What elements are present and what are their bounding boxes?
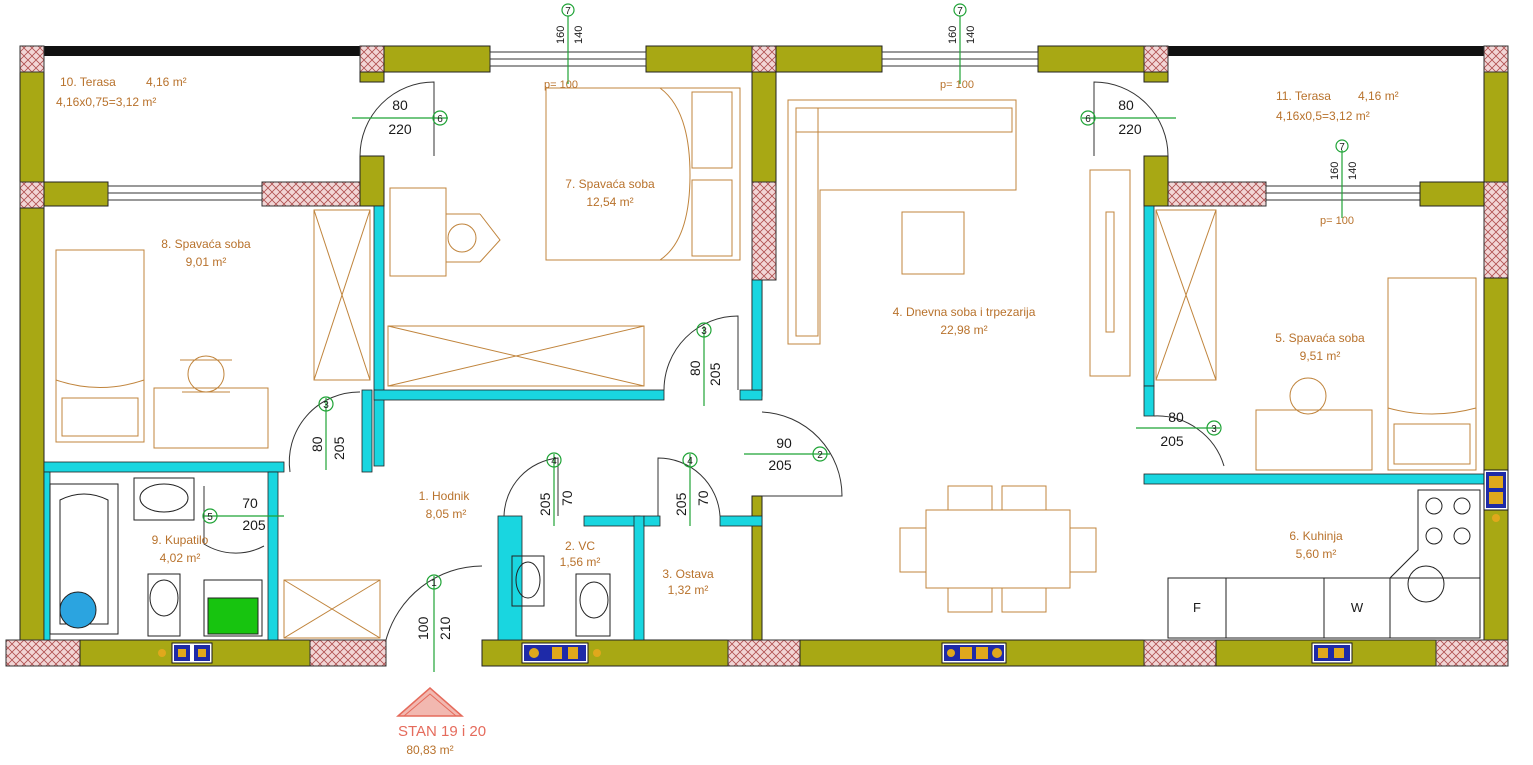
door-tag-ostava: 4 [687, 456, 693, 467]
installation-shafts [158, 469, 1509, 664]
door-ostava-width: 70 [695, 490, 711, 506]
entrance-marker: STAN 19 i 20 80,83 m² [396, 687, 486, 757]
door-tag-bedroom-5: 3 [1211, 424, 1217, 435]
door-vc-width: 70 [559, 490, 575, 506]
room-5-area: 9,51 m² [1300, 349, 1341, 363]
room-6-name: 6. Kuhinja [1289, 529, 1343, 543]
furniture [49, 87, 1481, 639]
room-2-name: 2. VC [565, 539, 595, 553]
window-tag-3: 7 [1339, 142, 1345, 153]
door-tag-entrance: 1 [431, 578, 437, 589]
window-dimensions: 160 140 p= 100 160 140 p= 100 160 140 p=… [544, 26, 1359, 227]
interior-walls [43, 71, 1485, 641]
door-bedroom-5-width: 80 [1168, 409, 1184, 425]
door-bathroom-width: 70 [242, 495, 258, 511]
door-tag-bathroom: 5 [207, 512, 213, 523]
apartment-area: 80,83 m² [406, 743, 453, 757]
room-3-area: 1,32 m² [668, 583, 709, 597]
room-10-name: 10. Terasa [60, 75, 116, 89]
window-1-h2: 140 [573, 26, 585, 44]
window-1-parapet: p= 100 [544, 79, 578, 91]
door-entrance-height: 210 [437, 616, 453, 640]
room-4-name: 4. Dnevna soba i trpezarija [893, 305, 1036, 319]
room-10-calc: 4,16x0,75=3,12 m² [56, 95, 156, 109]
room-8-area: 9,01 m² [186, 255, 227, 269]
door-entrance-width: 100 [415, 616, 431, 640]
door-living-width: 90 [776, 435, 792, 451]
door-terrace-right-height: 220 [1118, 121, 1142, 137]
window-3-h2: 140 [1347, 162, 1359, 180]
room-2-area: 1,56 m² [560, 555, 601, 569]
door-bedroom-7-height: 205 [707, 362, 723, 386]
door-tag-living: 2 [817, 450, 823, 461]
washer-label: W [1351, 600, 1364, 615]
room-11-name: 11. Terasa [1276, 89, 1331, 103]
room-1-name: 1. Hodnik [419, 489, 471, 503]
room-11-calc: 4,16x0,5=3,12 m² [1276, 109, 1370, 123]
door-swings [203, 81, 1225, 641]
window-2-h2: 140 [965, 26, 977, 44]
door-bathroom-height: 205 [242, 517, 266, 533]
terrace-railing-left [20, 46, 360, 56]
window-1-h1: 160 [555, 26, 567, 44]
door-tag-terrace-left: 6 [437, 114, 443, 125]
door-bedroom-5-height: 205 [1160, 433, 1184, 449]
room-5-name: 5. Spavaća soba [1275, 331, 1365, 345]
dimension-markers [202, 3, 1349, 672]
door-vc-height: 205 [537, 492, 553, 516]
room-4-area: 22,98 m² [940, 323, 987, 337]
fridge-label: F [1193, 600, 1201, 615]
window-2-parapet: p= 100 [940, 79, 974, 91]
door-terrace-right-width: 80 [1118, 97, 1134, 113]
door-tag-bedroom-8: 3 [323, 400, 329, 411]
room-3-name: 3. Ostava [662, 567, 714, 581]
door-bedroom-7-width: 80 [687, 360, 703, 376]
room-9-name: 9. Kupatilo [152, 533, 209, 547]
room-7-name: 7. Spavaća soba [565, 177, 655, 191]
room-10-area: 4,16 m² [146, 75, 187, 89]
room-7-area: 12,54 m² [586, 195, 633, 209]
door-terrace-left-width: 80 [392, 97, 408, 113]
apartment-title: STAN 19 i 20 [398, 723, 486, 740]
window-2-h1: 160 [947, 26, 959, 44]
room-6-area: 5,60 m² [1296, 547, 1337, 561]
door-terrace-left-height: 220 [388, 121, 412, 137]
door-tag-bedroom-7: 3 [701, 326, 707, 337]
room-labels: 10. Terasa 4,16 m² 4,16x0,75=3,12 m² 11.… [56, 75, 1399, 615]
door-dimensions: 80 220 80 220 80 205 80 205 80 205 90 20… [242, 97, 1184, 640]
marker-tags: 7 7 7 6 6 3 3 3 2 5 4 4 1 [207, 6, 1345, 589]
door-tag-vc: 4 [551, 456, 557, 467]
room-8-name: 8. Spavaća soba [161, 237, 251, 251]
room-11-area: 4,16 m² [1358, 89, 1399, 103]
window-3-h1: 160 [1329, 162, 1341, 180]
room-1-area: 8,05 m² [426, 507, 467, 521]
door-living-height: 205 [768, 457, 792, 473]
door-bedroom-8-height: 205 [331, 436, 347, 460]
window-3-parapet: p= 100 [1320, 215, 1354, 227]
room-9-area: 4,02 m² [160, 551, 201, 565]
door-tag-terrace-right: 6 [1085, 114, 1091, 125]
terrace-railing-right [1168, 46, 1508, 56]
window-tag-1: 7 [565, 6, 571, 17]
window-tag-2: 7 [957, 6, 963, 17]
door-bedroom-8-width: 80 [309, 436, 325, 452]
door-ostava-height: 205 [673, 492, 689, 516]
